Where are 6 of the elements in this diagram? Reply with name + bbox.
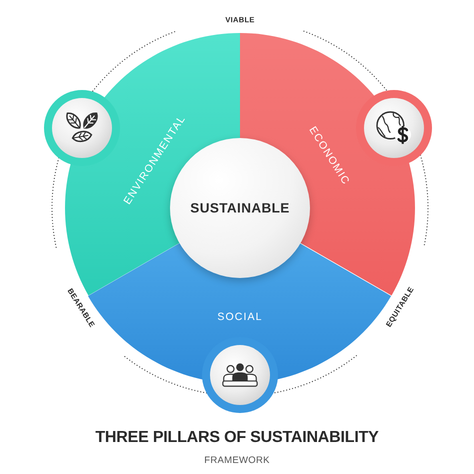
icon-circle	[44, 90, 120, 166]
subtitle: FRAMEWORK	[204, 455, 270, 466]
segment-label: SOCIAL	[217, 312, 263, 322]
icon-circle	[356, 90, 432, 166]
center-label: SUSTAINABLE	[190, 201, 290, 215]
title: THREE PILLARS OF SUSTAINABILITY	[95, 429, 379, 446]
